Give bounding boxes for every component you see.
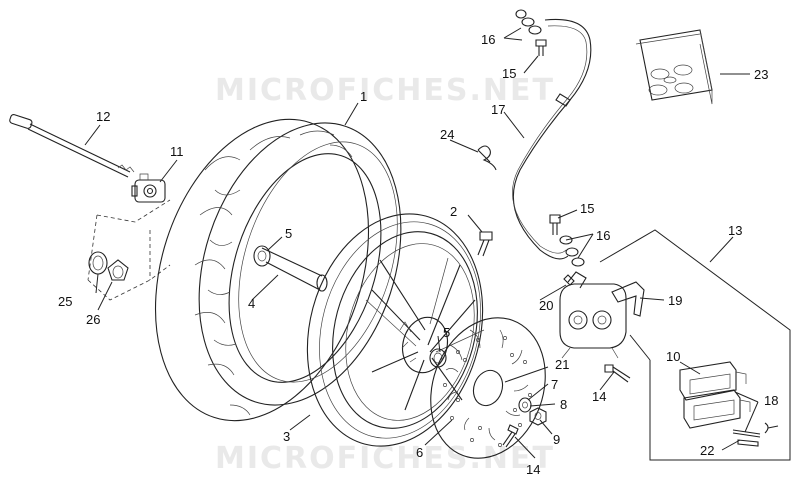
callout-9: 9: [553, 432, 560, 447]
watermark-bottom: MICROFICHES.NET: [215, 441, 555, 476]
banjo-top-part: [515, 9, 547, 56]
clip-part: [477, 145, 497, 171]
ring-part: [107, 259, 129, 281]
leader-lines: [84, 27, 759, 459]
callout-16a: 16: [481, 32, 495, 47]
callout-1: 1: [360, 89, 367, 104]
caliper-part: [559, 271, 627, 359]
callout-19: 19: [668, 293, 682, 308]
callout-14b: 14: [592, 389, 606, 404]
callout-26: 26: [86, 312, 100, 327]
callout-12: 12: [96, 109, 110, 124]
callout-24: 24: [440, 127, 454, 142]
bleed-valve-part: [563, 274, 575, 286]
callout-10: 10: [666, 349, 680, 364]
brake-disc-part: [430, 317, 546, 459]
callout-4: 4: [248, 296, 255, 311]
assembly-dash-left: [87, 199, 171, 301]
callout-5b: 5: [443, 325, 450, 340]
callout-22: 22: [700, 443, 714, 458]
speedo-drive-part: [131, 173, 166, 203]
callout-16b: 16: [596, 228, 610, 243]
pad-pins-part: [732, 422, 779, 447]
callout-5a: 5: [285, 226, 292, 241]
callout-3: 3: [283, 429, 290, 444]
pad-spring-part: [611, 281, 645, 317]
pad-kit-frame: [599, 229, 791, 461]
callout-13: 13: [728, 223, 742, 238]
brake-pads-part: [679, 361, 751, 429]
callout-2: 2: [450, 204, 457, 219]
spacer-part: [253, 245, 328, 292]
axle-bolt-part: [477, 231, 493, 257]
instruction-sheet-part: [635, 29, 713, 105]
watermark-top: MICROFICHES.NET: [215, 73, 555, 108]
callout-23: 23: [754, 67, 768, 82]
axle-part: [9, 114, 135, 178]
callout-11: 11: [170, 144, 184, 159]
callout-21: 21: [555, 357, 569, 372]
callout-15b: 15: [580, 201, 594, 216]
callout-8: 8: [560, 397, 567, 412]
tyre-part: [154, 118, 402, 422]
seal-part: [88, 251, 108, 275]
callout-18: 18: [764, 393, 778, 408]
callout-15a: 15: [502, 66, 516, 81]
brake-hose-part: [512, 18, 592, 260]
nut-part: [529, 407, 547, 426]
callout-25: 25: [58, 294, 72, 309]
disc-bolt-part: [502, 424, 519, 448]
callout-14a: 14: [526, 462, 540, 477]
washer-part: [518, 397, 532, 413]
callout-6: 6: [416, 445, 423, 460]
rim-part: [306, 213, 485, 447]
callout-20: 20: [539, 298, 553, 313]
callout-17: 17: [491, 102, 505, 117]
caliper-bolt-part: [604, 364, 631, 383]
callout-7: 7: [551, 377, 558, 392]
callout-labels: 1 2 3 4 5 5 6 7 8 9 10 11 12 13 14 14 15…: [58, 32, 778, 477]
